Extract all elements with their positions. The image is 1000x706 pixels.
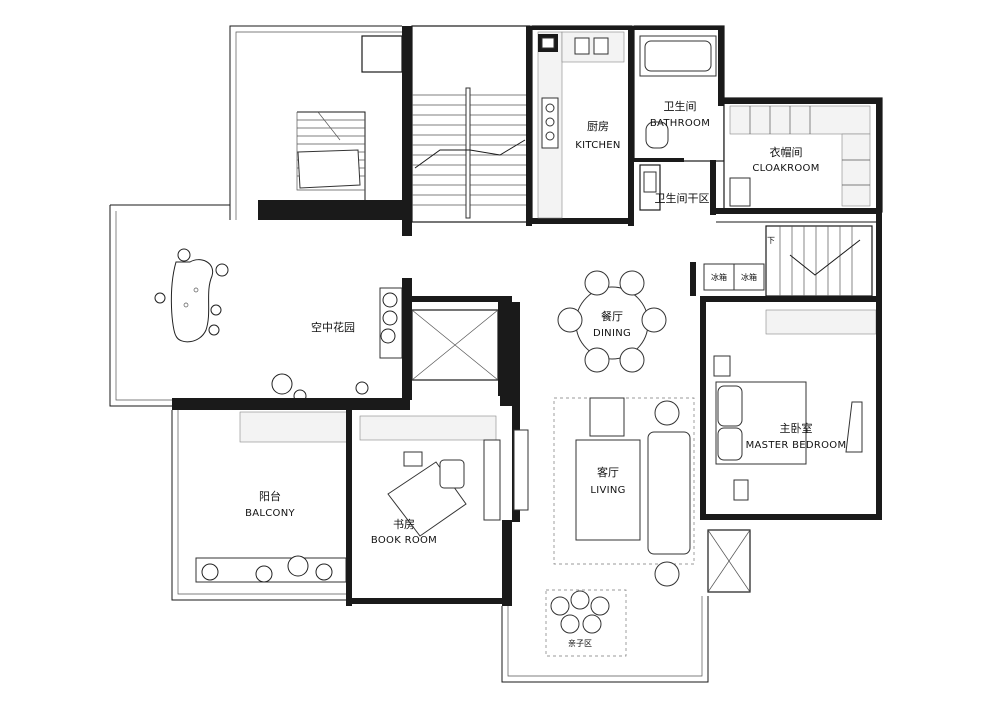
stair-core bbox=[402, 25, 532, 236]
shaft-right bbox=[707, 529, 751, 593]
book-room-label-en: BOOK ROOM bbox=[371, 535, 437, 546]
master-bedroom: 主卧室 MASTER BEDROOM bbox=[700, 302, 882, 520]
master-bedroom-label-cn: 主卧室 bbox=[780, 421, 813, 435]
stair-upper-left bbox=[258, 35, 403, 220]
living-label-en: LIVING bbox=[590, 485, 625, 496]
sky-garden: 空中花园 bbox=[154, 248, 355, 343]
living: 客厅 LIVING bbox=[512, 302, 695, 587]
bathroom-dry-label: 卫生间干区 bbox=[655, 191, 710, 205]
sky-garden-label: 空中花园 bbox=[311, 320, 355, 334]
dining-label-cn: 餐厅 bbox=[601, 309, 623, 323]
living-label-cn: 客厅 bbox=[597, 465, 619, 479]
bathroom-dry-zone: 卫生间干区 bbox=[639, 160, 716, 215]
elevator bbox=[402, 278, 512, 400]
stair-down-label: 下 bbox=[767, 236, 775, 245]
cloakroom: 衣帽间 CLOAKROOM bbox=[716, 97, 883, 328]
kitchen-label-cn: 厨房 bbox=[587, 120, 609, 133]
cloakroom-label-en: CLOAKROOM bbox=[752, 163, 819, 174]
bathroom: 卫生间 BATHROOM bbox=[633, 25, 725, 162]
play-corner: 亲子区 bbox=[501, 520, 709, 683]
balcony-label-cn: 阳台 bbox=[259, 489, 281, 503]
dining: 餐厅 DINING bbox=[557, 270, 667, 373]
bathroom-label-cn: 卫生间 bbox=[664, 99, 697, 113]
cloakroom-label-cn: 衣帽间 bbox=[770, 145, 803, 159]
master-bedroom-label-en: MASTER BEDROOM bbox=[746, 440, 847, 451]
terrace-outline bbox=[109, 25, 402, 407]
planters bbox=[271, 287, 403, 403]
book-room-label-cn: 书房 bbox=[393, 518, 415, 531]
balcony-label-en: BALCONY bbox=[245, 508, 295, 519]
dining-label-en: DINING bbox=[593, 328, 631, 339]
misc-walls bbox=[500, 221, 882, 520]
stair-right: 下 bbox=[700, 225, 882, 302]
fridge-2-label: 冰箱 bbox=[741, 272, 757, 282]
kitchen: 厨房 KITCHEN bbox=[531, 25, 634, 226]
bathroom-label-en: BATHROOM bbox=[650, 118, 710, 129]
book-room: 书房 BOOK ROOM bbox=[346, 410, 512, 606]
kitchen-label-en: KITCHEN bbox=[575, 140, 620, 151]
fridge-1-label: 冰箱 bbox=[711, 272, 727, 282]
fridges: 冰箱 冰箱 bbox=[703, 263, 765, 291]
play-corner-label: 亲子区 bbox=[568, 638, 592, 648]
